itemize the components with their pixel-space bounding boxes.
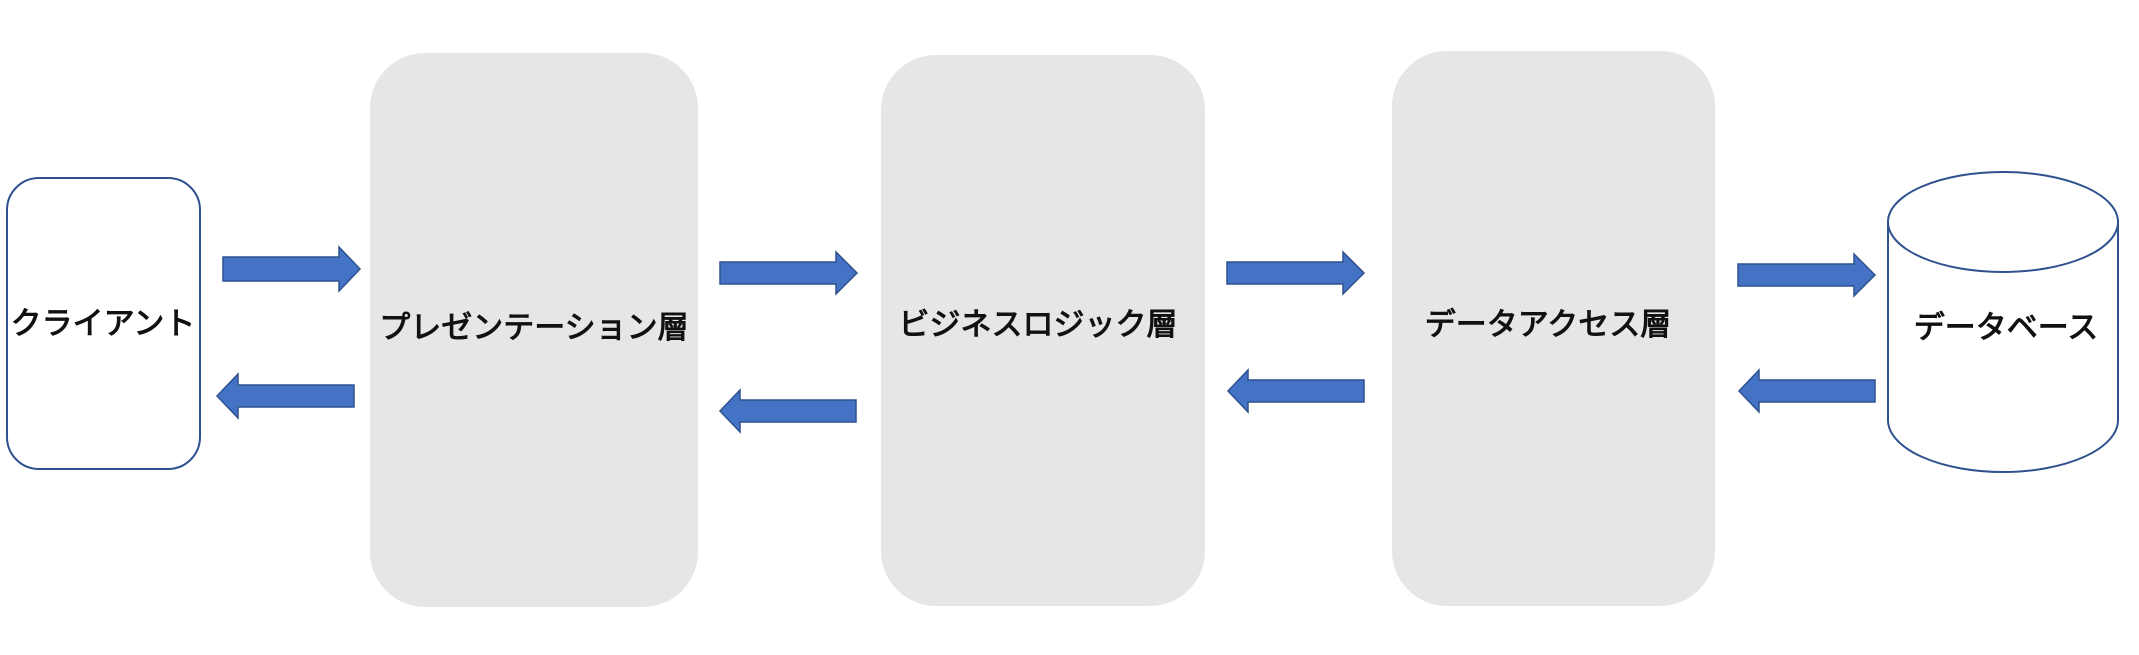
arrow-business-to-data-access	[1226, 250, 1366, 296]
arrow-data-access-to-database	[1737, 252, 1877, 298]
business-logic-layer-label: ビジネスロジック層	[899, 307, 1178, 343]
business-logic-layer-box	[881, 55, 1205, 606]
business-logic-layer-node: ビジネスロジック層	[881, 55, 1205, 606]
arrow-presentation-to-business	[719, 250, 859, 296]
arrow-presentation-to-client	[215, 372, 355, 420]
presentation-layer-label: プレゼンテーション層	[379, 310, 688, 346]
data-access-layer-box	[1392, 51, 1715, 606]
arrow-client-to-presentation	[222, 245, 362, 293]
database-label: データベース	[1914, 310, 2098, 346]
client-node: クライアント	[6, 177, 201, 470]
client-label: クライアント	[11, 306, 196, 342]
presentation-layer-node: プレゼンテーション層	[370, 53, 698, 607]
database-node: データベース	[1887, 171, 2119, 473]
presentation-layer-box	[370, 53, 698, 607]
data-access-layer-label: データアクセス層	[1425, 307, 1671, 343]
database-cylinder-top	[1887, 171, 2119, 273]
arrow-business-to-presentation	[718, 388, 857, 434]
database-cylinder-body	[1887, 222, 2119, 473]
arrow-database-to-data-access	[1737, 368, 1876, 414]
data-access-layer-node: データアクセス層	[1392, 51, 1715, 606]
arrow-data-access-to-business	[1226, 368, 1365, 414]
client-box	[6, 177, 201, 470]
